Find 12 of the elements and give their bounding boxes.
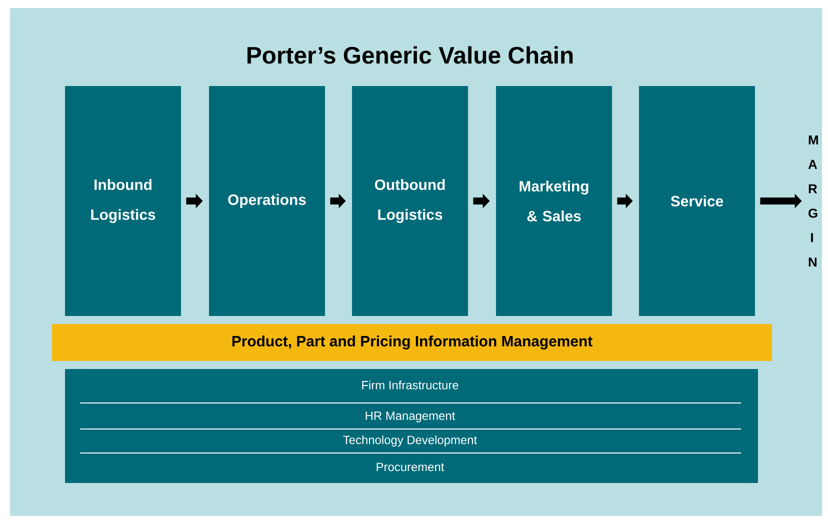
activity-box: Marketing & Sales [496, 86, 612, 316]
vertical-text: M A R G I N [808, 136, 818, 266]
row-label: Procurement [376, 462, 444, 472]
activity-box: Service [639, 86, 755, 316]
information-band: Product, Part and Pricing Information Management [52, 324, 772, 361]
row-label: Firm Infrastructure [362, 380, 458, 390]
activity-box: Outbound Logistics [352, 86, 468, 316]
activity-box: Inbound Logistics [65, 86, 181, 316]
row-label: HR Management [366, 412, 456, 422]
activity-box: Operations [209, 86, 325, 316]
title: Porter’s Generic Value Chain [247, 46, 573, 64]
row-label: Technology Development [343, 435, 477, 447]
